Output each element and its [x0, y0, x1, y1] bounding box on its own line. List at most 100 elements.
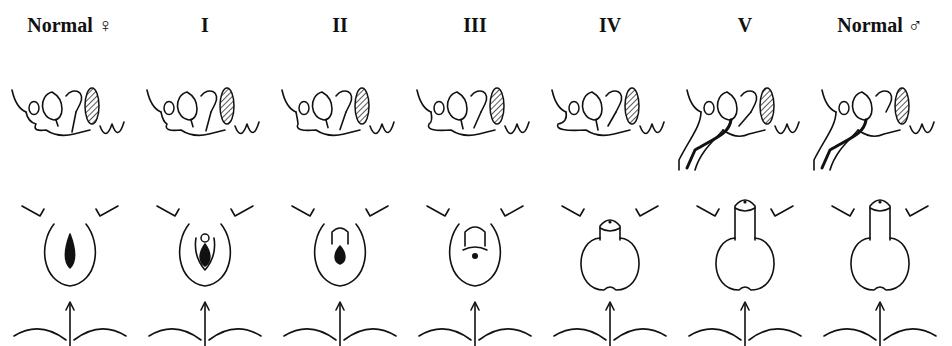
gluteal-cleft	[204, 304, 206, 346]
meatus	[608, 220, 611, 223]
bladder	[42, 92, 62, 120]
bladder	[177, 92, 197, 120]
perineum	[296, 112, 360, 135]
buttock-outline	[505, 122, 529, 134]
phallus	[600, 220, 620, 240]
perineum	[858, 130, 900, 136]
rectum	[895, 88, 909, 124]
rectum	[625, 88, 639, 124]
bladder	[447, 92, 467, 120]
anus-mark	[606, 302, 614, 310]
buttock	[749, 329, 801, 340]
buttock-outline	[910, 122, 934, 134]
stage-label: II	[332, 14, 348, 36]
rectum	[760, 88, 774, 124]
thigh-crease	[771, 206, 793, 216]
scrotum	[716, 238, 774, 290]
body-wall	[12, 90, 26, 112]
meatus	[743, 200, 746, 203]
stage-figure	[552, 88, 666, 346]
gluteal-cleft	[609, 304, 611, 346]
meatus	[878, 200, 881, 203]
rectum	[220, 88, 234, 124]
buttock-outline	[640, 122, 664, 134]
buttock	[284, 329, 336, 340]
bladder	[717, 92, 737, 120]
labia-majora	[450, 224, 501, 286]
perineum	[161, 112, 225, 135]
vagina	[340, 112, 346, 130]
stage-figure	[12, 88, 126, 346]
labia-majora	[180, 224, 231, 286]
gluteal-cleft	[744, 304, 746, 346]
scrotum	[851, 238, 909, 290]
uterus	[471, 91, 487, 112]
stage-label: III	[463, 14, 486, 36]
stage-figure	[417, 88, 531, 346]
buttock	[554, 329, 606, 340]
bladder	[582, 92, 602, 120]
thigh-crease	[231, 206, 253, 216]
thigh-crease	[562, 206, 584, 216]
labia-majora	[45, 224, 96, 286]
uterus	[66, 91, 82, 112]
buttock	[419, 329, 471, 340]
thigh-crease	[366, 206, 388, 216]
penile-urethra	[822, 120, 866, 168]
urethra	[596, 120, 598, 130]
urogenital-opening	[335, 246, 345, 264]
bladder	[312, 92, 332, 120]
body-wall	[687, 90, 701, 112]
glans	[735, 208, 755, 211]
uterus	[741, 91, 757, 112]
urogenital-opening	[472, 253, 478, 259]
buttock	[149, 329, 201, 340]
anus-mark	[201, 302, 209, 310]
thigh-crease	[906, 206, 928, 216]
gluteal-cleft	[879, 304, 881, 346]
buttock	[209, 329, 261, 340]
stage-label: V	[738, 14, 752, 36]
stage-label: Normal ♀	[27, 14, 113, 36]
pubic-bone	[164, 102, 174, 115]
urethra	[56, 120, 58, 126]
clitoris	[332, 228, 348, 244]
stage-figure	[814, 88, 936, 346]
buttock-outline	[370, 122, 394, 134]
pubic-bone	[839, 102, 849, 115]
urethra	[191, 120, 193, 127]
phallus	[465, 227, 485, 246]
body-wall	[417, 90, 431, 112]
labia-majora	[315, 224, 366, 286]
vaginal-remnant	[739, 112, 751, 126]
vagina	[608, 112, 616, 126]
rectum	[490, 88, 504, 124]
gluteal-cleft	[474, 304, 476, 346]
thigh-crease	[22, 206, 44, 216]
uterus	[606, 91, 622, 112]
anus-mark	[336, 302, 344, 310]
rectum	[85, 88, 99, 124]
fold	[463, 247, 487, 250]
stage-figure	[282, 88, 396, 346]
stage-figure	[679, 88, 801, 346]
body-wall	[552, 90, 566, 112]
anus-mark	[876, 302, 884, 310]
glans	[600, 228, 620, 231]
thigh-crease	[427, 206, 449, 216]
buttock	[824, 329, 876, 340]
gluteal-cleft	[339, 304, 341, 346]
buttock-outline	[100, 122, 124, 134]
vagina	[474, 112, 481, 128]
uterus	[876, 91, 892, 112]
buttock	[614, 329, 666, 340]
buttock-outline	[235, 122, 259, 134]
anus-mark	[471, 302, 479, 310]
vagina	[72, 112, 76, 132]
glans	[870, 208, 890, 211]
scrotum	[581, 238, 639, 290]
phallus	[870, 200, 890, 240]
uterus	[201, 91, 217, 112]
anus-mark	[741, 302, 749, 310]
